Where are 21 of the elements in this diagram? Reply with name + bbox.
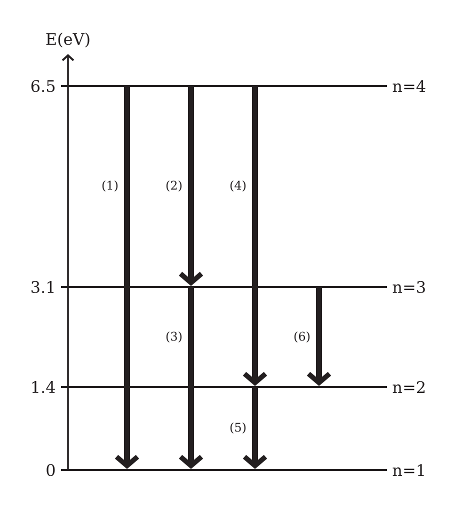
- transition-arrow: [242, 388, 268, 469]
- level-label: n=1: [392, 464, 424, 476]
- transition-arrow: [178, 288, 204, 469]
- edge-label: (6): [292, 330, 312, 344]
- transition-arrow: [114, 87, 140, 469]
- transition-arrow: [242, 87, 268, 386]
- level-label: n=4: [392, 80, 426, 92]
- transition-arrow: [306, 288, 332, 386]
- transition-arrow: [178, 87, 204, 286]
- energy-value: 0: [46, 464, 55, 476]
- edge-label: (5): [228, 422, 248, 434]
- edge-label: (1): [100, 180, 120, 192]
- edge-label: (3): [164, 330, 184, 344]
- edge-label: (2): [164, 180, 184, 192]
- energy-value: 6.5: [31, 80, 55, 92]
- edge-label: (4): [228, 180, 248, 192]
- axis-label: E(eV): [46, 32, 90, 48]
- level-label: n=3: [392, 280, 425, 294]
- energy-value: 3.1: [32, 280, 54, 294]
- level-label: n=2: [392, 381, 425, 393]
- energy-value: 1.4: [32, 380, 55, 394]
